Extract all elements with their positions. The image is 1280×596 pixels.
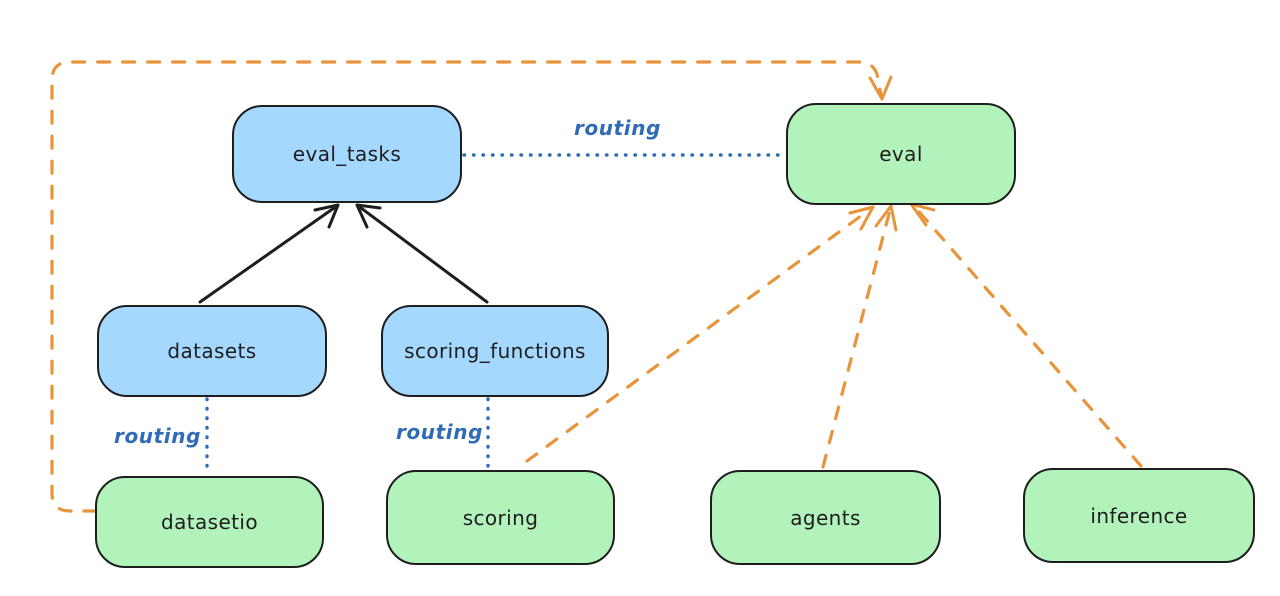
edge-label-routing-eval-tasks-eval: routing	[560, 116, 675, 140]
node-inference: inference	[1023, 468, 1255, 563]
edge-label-routing-scoring-functions-scoring: routing	[382, 420, 497, 444]
arrowhead-scoring-functions-to-eval-tasks	[355, 203, 382, 229]
edge-datasets-to-eval-tasks	[198, 206, 336, 304]
arrowhead-datasets-to-eval-tasks	[313, 203, 340, 229]
arrowhead-datasetio-to-eval	[868, 75, 893, 101]
edge-label-text: routing	[573, 116, 661, 140]
node-datasetio: datasetio	[95, 476, 324, 568]
node-label: inference	[1090, 503, 1188, 528]
node-label: eval	[879, 142, 923, 166]
edge-agents-to-eval	[821, 208, 892, 469]
edge-inference-to-eval	[913, 205, 1143, 468]
node-eval: eval	[786, 103, 1016, 205]
edge-label-text: routing	[395, 420, 483, 444]
node-label: datasetio	[160, 510, 258, 534]
arrowhead-scoring-to-eval	[848, 205, 875, 231]
node-label: eval_tasks	[292, 142, 402, 166]
node-eval-tasks: eval_tasks	[232, 105, 462, 203]
arrowhead-agents-to-eval	[874, 204, 898, 232]
node-label: agents	[790, 505, 861, 530]
arrowhead-inference-to-eval	[909, 202, 936, 227]
node-label: scoring	[462, 505, 539, 530]
edge-label-text: routing	[113, 424, 201, 448]
edge-scoring-functions-to-eval-tasks	[359, 206, 489, 304]
edge-label-routing-datasets-datasetio: routing	[100, 424, 215, 448]
node-scoring-functions: scoring_functions	[381, 305, 609, 397]
edge-scoring-to-eval	[525, 208, 871, 463]
edge-datasetio-to-eval	[50, 60, 883, 513]
node-scoring: scoring	[386, 470, 615, 565]
node-datasets: datasets	[97, 305, 327, 397]
node-label: scoring_functions	[404, 339, 586, 363]
node-label: datasets	[167, 339, 257, 363]
node-agents: agents	[710, 470, 941, 565]
